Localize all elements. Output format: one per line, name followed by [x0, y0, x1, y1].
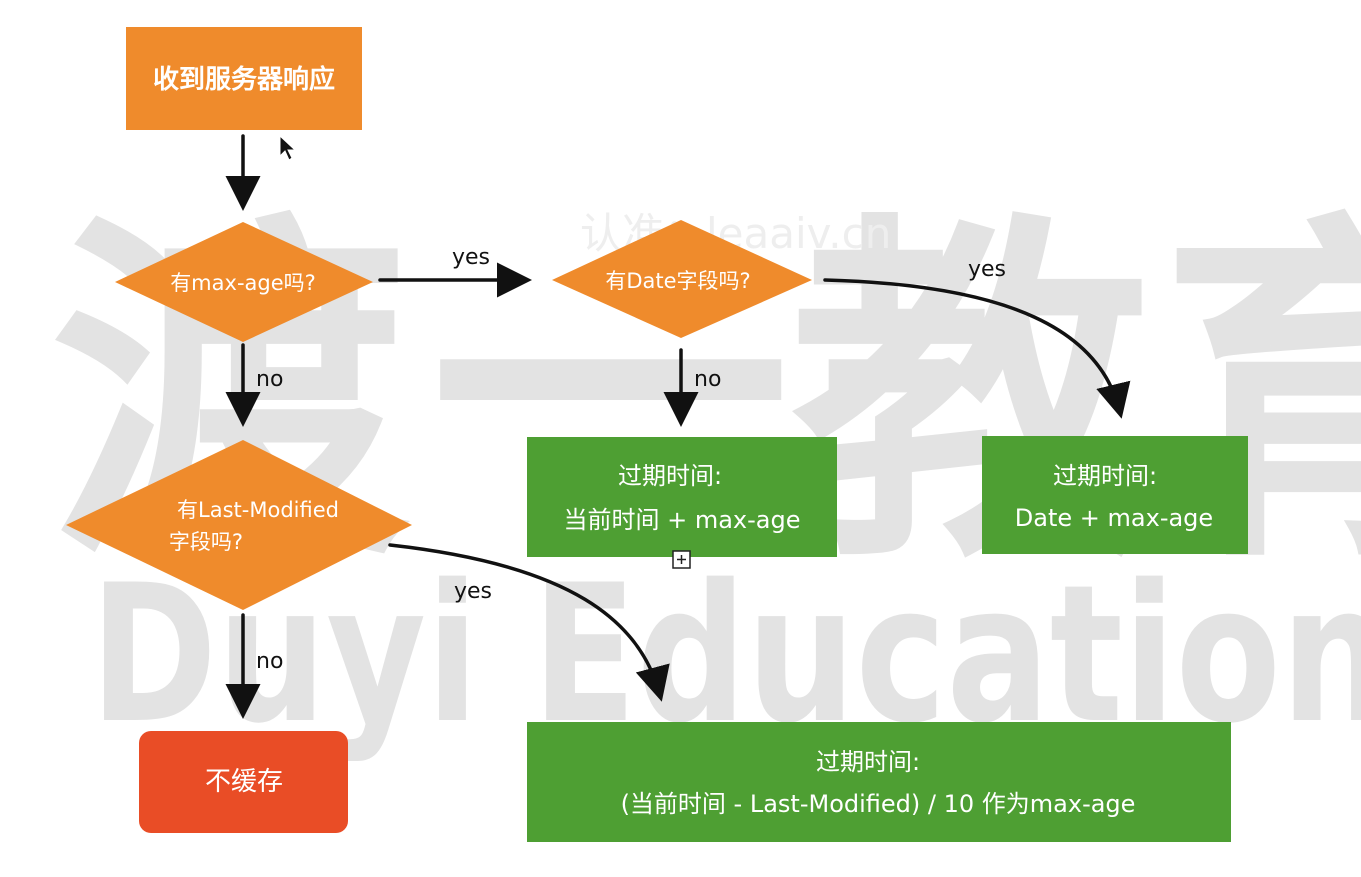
expand-icon[interactable]: [672, 550, 691, 569]
result-current-time-title: 过期时间:: [618, 462, 722, 490]
decision-last-modified-label-2: 字段吗?: [169, 530, 243, 554]
label-date-yes: yes: [968, 257, 1006, 282]
edge-date-yes: [823, 278, 1131, 419]
result-date-body: Date + max-age: [1015, 504, 1213, 532]
result-current-time-node: [527, 437, 837, 557]
result-last-modified-body: (当前时间 - Last-Modified) / 10 作为max-age: [621, 790, 1136, 818]
result-last-modified-node: [527, 722, 1231, 842]
decision-max-age-label: 有max-age吗?: [170, 271, 316, 295]
start-node: [126, 27, 362, 130]
decision-date-label: 有Date字段吗?: [605, 269, 750, 293]
label-max-age-yes: yes: [452, 245, 490, 270]
decision-last-modified-label-1: 有Last-Modified: [177, 498, 339, 522]
label-lm-yes: yes: [454, 579, 492, 604]
label-date-no: no: [694, 367, 721, 392]
label-max-age-no: no: [256, 367, 283, 392]
decision-max-age: [115, 222, 373, 342]
result-date-node: [982, 436, 1248, 554]
edge-lm-yes: [388, 543, 670, 702]
decision-date: [552, 220, 812, 338]
start-node-label: 收到服务器响应: [153, 64, 335, 95]
label-lm-no: no: [256, 649, 283, 674]
no-cache-label: 不缓存: [205, 767, 283, 797]
decision-last-modified: [66, 440, 412, 610]
result-current-time-body: 当前时间 + max-age: [563, 506, 800, 534]
result-last-modified-title: 过期时间:: [816, 748, 920, 776]
result-date-title: 过期时间:: [1053, 462, 1157, 490]
no-cache-node: [139, 731, 348, 833]
mouse-cursor-icon: [279, 134, 297, 161]
